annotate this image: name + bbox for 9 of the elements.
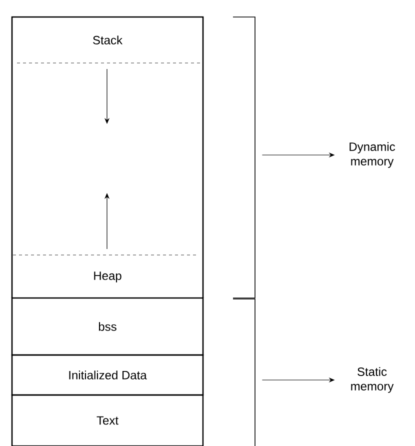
memory-label: Dynamic memory xyxy=(350,142,395,168)
memory-label: Static memory xyxy=(351,367,394,393)
memory-segment-box: bss xyxy=(11,297,204,356)
segment-label: Heap xyxy=(94,272,122,282)
bracket xyxy=(232,298,256,446)
memory-segment-box: Initialized Data xyxy=(11,354,204,396)
memory-segment-box: Text xyxy=(11,394,204,446)
bracket xyxy=(232,16,256,298)
segment-label: Stack xyxy=(93,36,123,44)
